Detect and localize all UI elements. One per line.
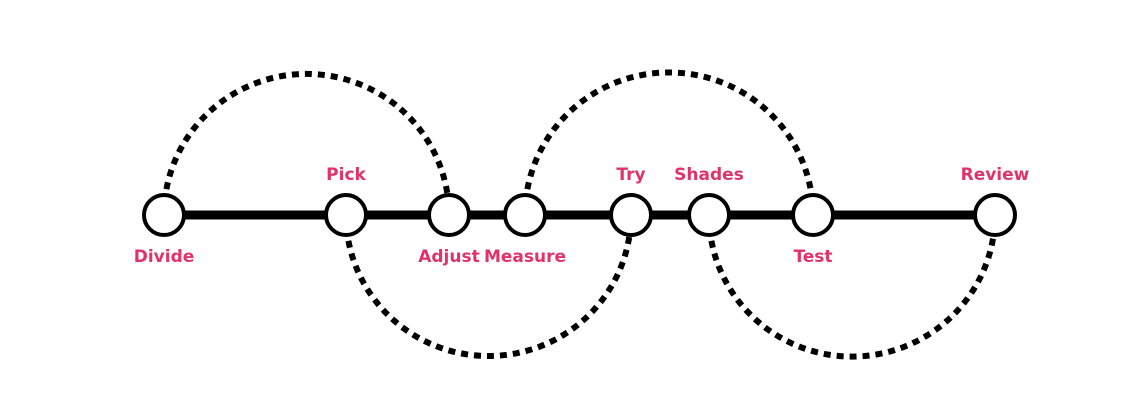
arc-shades-review — [706, 214, 998, 360]
arc-divide-adjust — [161, 70, 452, 216]
arc-measure-test — [522, 69, 816, 216]
node-try — [609, 193, 653, 237]
label-adjust: Adjust — [418, 247, 480, 267]
arc-pick-try — [343, 214, 634, 360]
node-test — [791, 193, 835, 237]
label-pick: Pick — [326, 165, 366, 185]
node-divide — [142, 193, 186, 237]
label-measure: Measure — [484, 247, 566, 267]
label-shades: Shades — [674, 165, 744, 185]
node-review — [973, 193, 1017, 237]
label-review: Review — [961, 165, 1030, 185]
node-shades — [687, 193, 731, 237]
label-divide: Divide — [134, 247, 195, 267]
node-measure — [503, 193, 547, 237]
node-adjust — [427, 193, 471, 237]
label-test: Test — [793, 247, 832, 267]
node-pick — [324, 193, 368, 237]
label-try: Try — [616, 165, 645, 185]
